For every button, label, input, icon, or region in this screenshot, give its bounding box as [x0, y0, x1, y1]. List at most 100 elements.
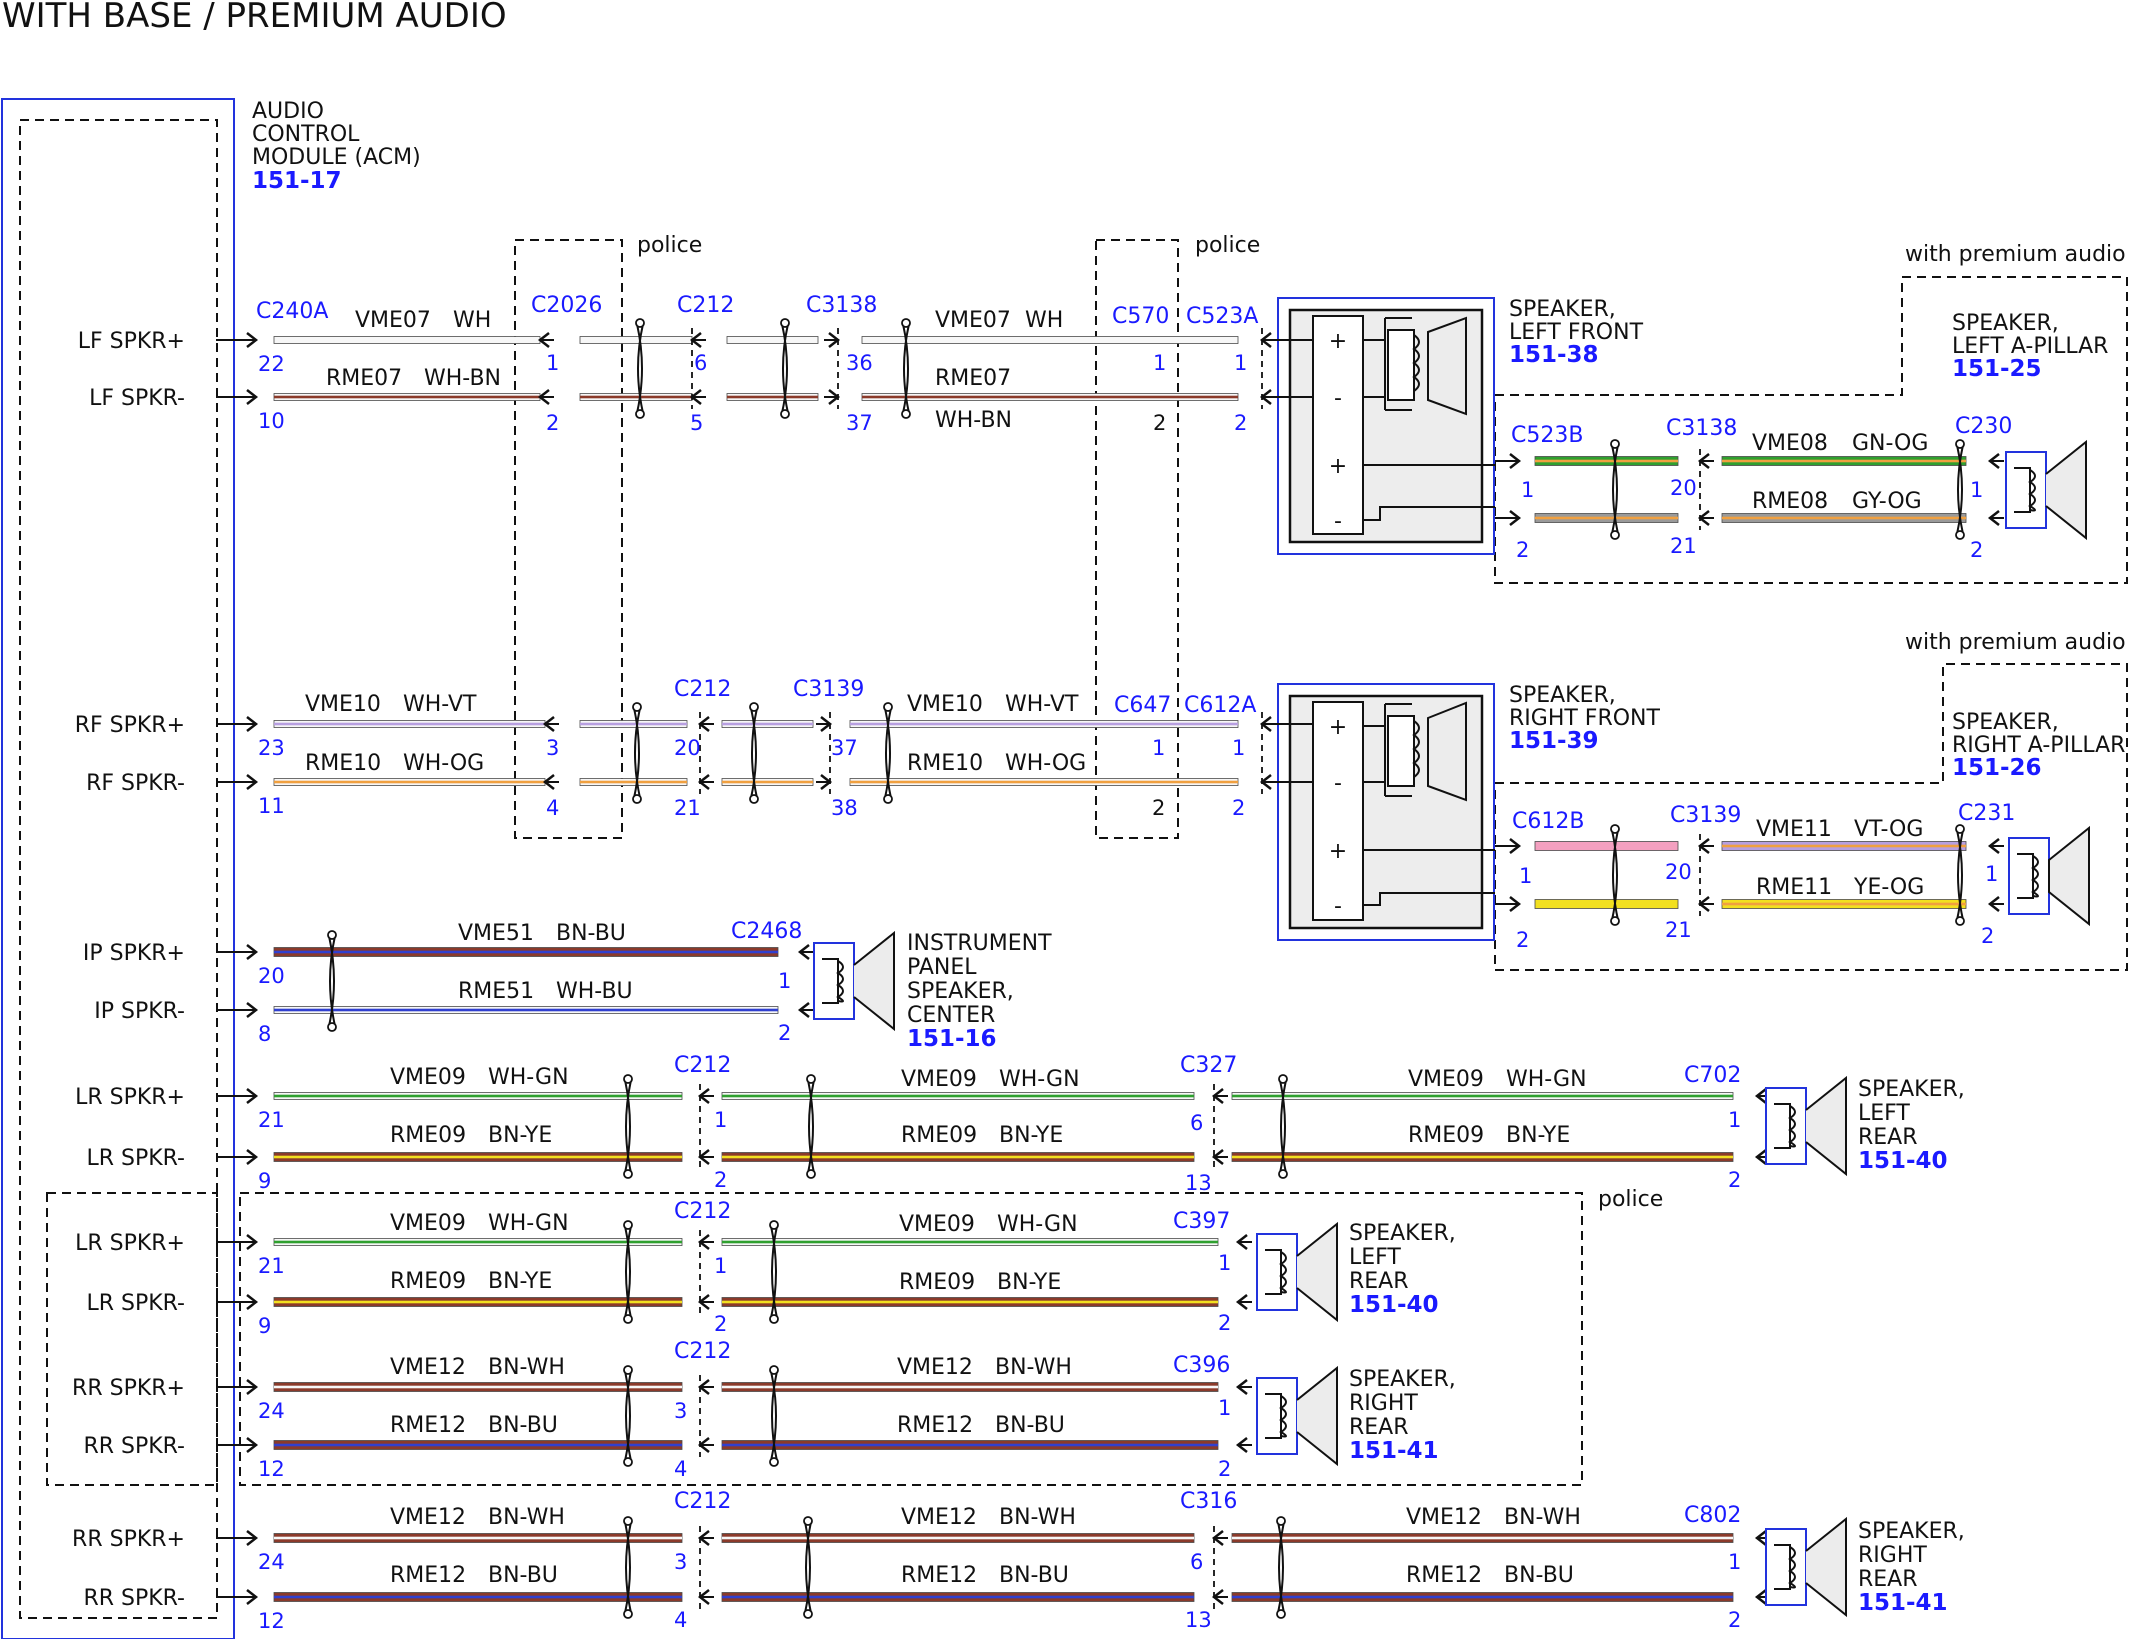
- wire-stripe: [1722, 902, 1966, 906]
- wire-color: BN-BU: [488, 1413, 558, 1438]
- twist-mark: [751, 707, 758, 799]
- wire-id: VME09: [390, 1211, 466, 1236]
- acm-pin-label: LR SPKR-: [86, 1146, 185, 1171]
- twist-mark: [1957, 829, 1964, 921]
- twist-end: [769, 1220, 779, 1230]
- pin-number: 6: [1190, 1550, 1203, 1574]
- connector-id: C2468: [731, 919, 802, 944]
- speaker-coil: [2031, 855, 2039, 898]
- speaker-terminal-block: [1312, 315, 1364, 535]
- twist-end: [1955, 530, 1965, 540]
- wire-color: WH: [1025, 308, 1063, 333]
- connector-id: C212: [674, 1489, 731, 1514]
- connector-arrow: [1754, 1530, 1767, 1546]
- acm-module-border: [1, 98, 235, 1639]
- speaker-label: SPEAKER,: [1509, 683, 1616, 708]
- wire-id: RME10: [907, 751, 983, 776]
- twist-end: [1278, 1169, 1288, 1179]
- wire-stripe: [580, 722, 687, 726]
- connector-arrow: [246, 332, 259, 348]
- pin-number: 6: [1190, 1111, 1203, 1135]
- pin-number: 4: [674, 1457, 687, 1481]
- acm-pin-number: 24: [258, 1399, 285, 1423]
- twist-mark: [805, 1521, 812, 1614]
- wire-segment: [726, 336, 819, 344]
- wire-color: BN-YE: [488, 1123, 552, 1148]
- wire-id: VME09: [390, 1065, 466, 1090]
- speaker-label: REAR: [1349, 1269, 1409, 1294]
- wire-id: RME09: [899, 1270, 975, 1295]
- pin-number: 1: [1232, 736, 1245, 760]
- pin-number: 2: [1234, 411, 1247, 435]
- pin-number: 37: [846, 411, 873, 435]
- connector-id: C316: [1180, 1489, 1237, 1514]
- wire-id: RME12: [897, 1413, 973, 1438]
- wire-color: WH-GN: [999, 1067, 1080, 1092]
- twist-end: [623, 1074, 633, 1084]
- wire-stripe: [1535, 459, 1678, 463]
- wire-color: WH-GN: [488, 1065, 569, 1090]
- wire-color: BN-BU: [999, 1563, 1069, 1588]
- speaker-cone: [1805, 1075, 1847, 1177]
- connector-arrow: [537, 389, 550, 405]
- wire-id: RME07: [326, 366, 402, 391]
- connector-arrow: [246, 1530, 259, 1546]
- wire-stripe: [274, 722, 545, 726]
- twist-mark: [1277, 1521, 1284, 1614]
- connector-id: C3138: [1666, 416, 1737, 441]
- twist-end: [883, 702, 893, 712]
- pin-number: 2: [778, 1021, 791, 1045]
- pin-number: 1: [1153, 351, 1166, 375]
- speaker-cone: [1427, 316, 1467, 416]
- acm-pin-label: LF SPKR+: [78, 329, 185, 354]
- twist-mark: [781, 323, 788, 414]
- wire-id: VME12: [390, 1505, 466, 1530]
- connector-arrow: [1235, 1234, 1248, 1250]
- connector-arrow: [1987, 453, 2000, 469]
- acm-pin-number: 21: [258, 1108, 285, 1132]
- wire-stripe: [862, 395, 1238, 399]
- wire-id: VME09: [899, 1212, 975, 1237]
- speaker-coil: [1265, 1393, 1282, 1439]
- connector-id: C212: [674, 1053, 731, 1078]
- twist-end: [749, 794, 759, 804]
- connector-id: C212: [674, 1199, 731, 1224]
- wire-stripe: [850, 722, 1238, 726]
- speaker-lead: [1363, 464, 1495, 521]
- connector-arrow: [537, 332, 550, 348]
- twist-mark: [750, 707, 757, 799]
- speaker-module-border: [1277, 683, 1495, 941]
- speaker-lead: [1363, 849, 1495, 906]
- wire-stripe: [274, 1008, 778, 1012]
- wire-stripe: [274, 1094, 682, 1098]
- wire-segment: [579, 336, 693, 344]
- pin-number: 1: [1985, 862, 1998, 886]
- twist-end: [803, 1609, 813, 1619]
- twist-mark: [633, 707, 640, 799]
- twist-end: [632, 702, 642, 712]
- connector-arrow: [1211, 1149, 1224, 1165]
- wire-color: BN-WH: [999, 1505, 1076, 1530]
- wire-color: BN-BU: [995, 1413, 1065, 1438]
- speaker-label: LEFT: [1349, 1245, 1401, 1270]
- twist-mark: [808, 1079, 815, 1174]
- twist-end: [1610, 916, 1620, 926]
- wire-color: WH-OG: [403, 751, 484, 776]
- connector-arrow: [246, 1234, 259, 1250]
- pin-number: 6: [694, 351, 707, 375]
- twist-mark: [637, 323, 644, 414]
- acm-pin-label: LR SPKR+: [75, 1085, 185, 1110]
- speaker-magnet: [1387, 329, 1415, 401]
- acm-pin-label: RF SPKR-: [86, 771, 185, 796]
- pin-number: 13: [1185, 1171, 1212, 1195]
- wire-stripe: [722, 1155, 1194, 1159]
- speaker-cone: [1296, 1365, 1338, 1467]
- speaker-ref: 151-41: [1858, 1590, 1948, 1616]
- speaker-label: INSTRUMENT: [907, 931, 1052, 956]
- twist-mark: [804, 1521, 811, 1614]
- twist-end: [1276, 1609, 1286, 1619]
- connector-id: C647: [1114, 693, 1171, 718]
- terminal-sign: -: [1334, 894, 1342, 919]
- wire-color: WH-BU: [556, 979, 633, 1004]
